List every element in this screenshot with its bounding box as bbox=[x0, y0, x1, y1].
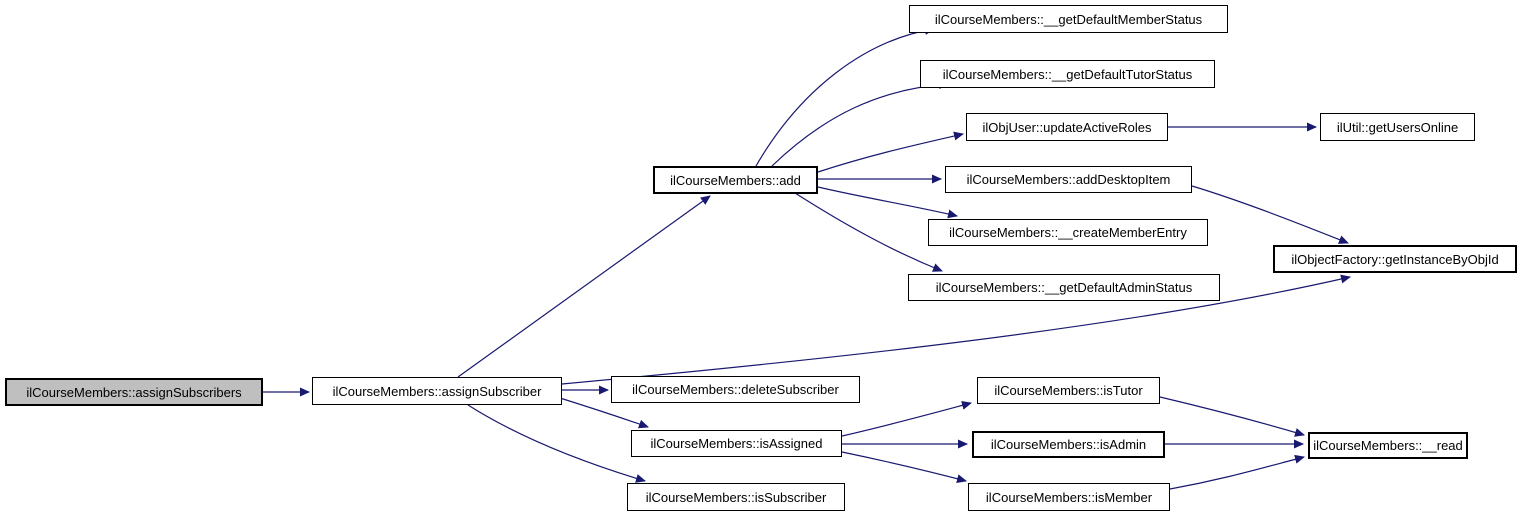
edge-isMember-to-read bbox=[1169, 454, 1305, 490]
node-read[interactable]: ilCourseMembers::__read bbox=[1308, 432, 1468, 459]
edge-isAssigned-to-isTutor bbox=[841, 400, 972, 437]
node-deleteSubscriber[interactable]: ilCourseMembers::deleteSubscriber bbox=[611, 376, 860, 403]
node-assignSubscribers: ilCourseMembers::assignSubscribers bbox=[5, 378, 263, 406]
node-createMemberEntry[interactable]: ilCourseMembers::__createMemberEntry bbox=[928, 219, 1208, 246]
node-isTutor[interactable]: ilCourseMembers::isTutor bbox=[977, 377, 1160, 404]
edge-add-to-createMemberEntry bbox=[817, 186, 958, 219]
edge-assignSubscriber-to-add bbox=[457, 195, 711, 378]
node-assignSubscriber[interactable]: ilCourseMembers::assignSubscriber bbox=[312, 377, 562, 405]
edge-add-to-getDefaultTutorStatus bbox=[771, 80, 949, 167]
edge-add-to-getDefaultMemberStatus bbox=[755, 25, 935, 167]
node-getUsersOnline[interactable]: ilUtil::getUsersOnline bbox=[1320, 113, 1475, 141]
node-updateActiveRoles[interactable]: ilObjUser::updateActiveRoles bbox=[966, 113, 1168, 141]
node-addDesktopItem[interactable]: ilCourseMembers::addDesktopItem bbox=[945, 166, 1192, 193]
node-getDefaultAdminStatus[interactable]: ilCourseMembers::__getDefaultAdminStatus bbox=[908, 274, 1220, 301]
edge-add-to-getDefaultAdminStatus bbox=[794, 192, 943, 272]
node-add[interactable]: ilCourseMembers::add bbox=[653, 166, 818, 194]
node-isAssigned[interactable]: ilCourseMembers::isAssigned bbox=[631, 430, 842, 457]
node-isAdmin[interactable]: ilCourseMembers::isAdmin bbox=[972, 431, 1165, 458]
edge-isTutor-to-read bbox=[1159, 396, 1305, 437]
edge-assignSubscriber-to-isSubscriber bbox=[467, 404, 646, 483]
node-getDefaultTutorStatus[interactable]: ilCourseMembers::__getDefaultTutorStatus bbox=[920, 60, 1215, 88]
node-getInstanceByObjId[interactable]: ilObjectFactory::getInstanceByObjId bbox=[1273, 245, 1517, 273]
edge-add-to-updateActiveRoles bbox=[817, 131, 964, 173]
node-getDefaultMemberStatus[interactable]: ilCourseMembers::__getDefaultMemberStatu… bbox=[909, 5, 1228, 33]
edge-isAssigned-to-isMember bbox=[841, 451, 967, 484]
node-isSubscriber[interactable]: ilCourseMembers::isSubscriber bbox=[627, 483, 845, 511]
edge-addDesktopItem-to-getInstanceByObjId bbox=[1191, 185, 1349, 244]
node-isMember[interactable]: ilCourseMembers::isMember bbox=[968, 483, 1170, 511]
